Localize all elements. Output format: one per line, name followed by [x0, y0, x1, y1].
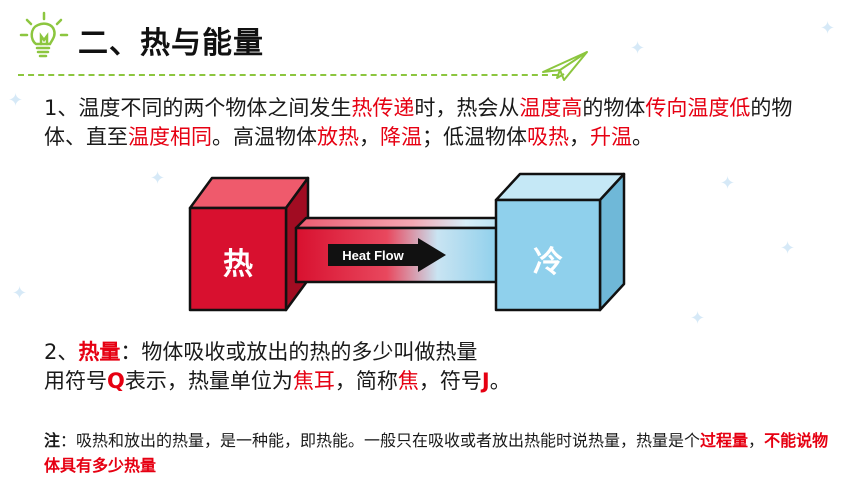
- paragraph-heat-transfer: 1、温度不同的两个物体之间发生热传递时，热会从温度高的物体传向温度低的物体、直至…: [44, 94, 834, 152]
- highlight-text: 过程量: [700, 431, 749, 450]
- highlight-text: J: [481, 369, 490, 393]
- highlight-text: 升温: [590, 125, 632, 149]
- star-decoration: ✦: [12, 283, 28, 304]
- highlight-text: 吸热: [527, 125, 569, 149]
- text-run: 。: [489, 369, 511, 393]
- heat-flow-arrow: [328, 238, 446, 272]
- cold-cube-front: [494, 198, 602, 312]
- cold-cube-side: [598, 172, 626, 312]
- hot-cube-front: [188, 206, 288, 312]
- text-run: 表示，热量单位为: [124, 369, 293, 393]
- note-paragraph: 注：吸热和放出的热量，是一种能，即热能。一般只在吸收或者放出热能时说热量，热量是…: [44, 428, 844, 478]
- text-run: ，符号: [418, 369, 482, 393]
- text-run: 1、温度不同的两个物体之间发生: [44, 96, 352, 120]
- highlight-text: Q: [107, 369, 125, 393]
- heat-flow-label: Heat Flow: [342, 248, 404, 263]
- text-run: 时，热会从: [414, 96, 520, 120]
- text-run: ，: [748, 431, 765, 450]
- pipe-top: [294, 216, 510, 230]
- highlight-text: 热传递: [351, 96, 415, 120]
- cold-label: 冷: [533, 245, 563, 280]
- highlight-text: 传向温度低: [645, 96, 751, 120]
- text-run: 的物体: [582, 96, 646, 120]
- highlight-text: 热量: [78, 340, 121, 364]
- text-run: ，: [359, 125, 380, 149]
- text-run: 。: [632, 125, 653, 149]
- highlight-text: 焦耳: [292, 369, 335, 393]
- hot-label: 热: [223, 247, 253, 282]
- title-divider: [18, 74, 558, 76]
- text-run: ：吸热和放出的热量，是一种能，即热能。一般只在吸收或者放出热能时说热量，热量是个: [60, 431, 701, 450]
- star-decoration: ✦: [8, 90, 24, 111]
- heat-flow-diagram: Heat Flow 热 冷: [188, 172, 626, 312]
- text-run: 。高温物体: [212, 125, 317, 149]
- highlight-text: 焦: [397, 369, 419, 393]
- highlight-text: 不能说物体具有多少热量: [44, 431, 829, 475]
- star-decoration: ✦: [630, 38, 646, 59]
- text-run: ，简称: [334, 369, 398, 393]
- text-run: 的物体、直至: [44, 96, 793, 149]
- star-decoration: ✦: [690, 308, 706, 329]
- highlight-text: 降温: [380, 125, 422, 149]
- highlight-text: 放热: [317, 125, 359, 149]
- note-label: 注: [44, 431, 61, 450]
- text-run: ：物体吸收或放出的热的多少叫做热量: [120, 340, 478, 364]
- text-run: ；低温物体: [422, 125, 527, 149]
- text-run: 2、: [44, 340, 79, 364]
- highlight-text: 温度相同: [128, 125, 212, 149]
- star-decoration: ✦: [720, 173, 736, 194]
- star-decoration: ✦: [820, 18, 836, 39]
- star-decoration: ✦: [150, 168, 166, 189]
- text-run: ，: [569, 125, 590, 149]
- paragraph-heat-quantity: 2、热量：物体吸收或放出的热的多少叫做热量 用符号Q表示，热量单位为焦耳，简称焦…: [44, 338, 834, 396]
- star-decoration: ✦: [780, 238, 796, 259]
- highlight-text: 温度高: [519, 96, 583, 120]
- text-run: 用符号: [44, 369, 107, 393]
- page-title: 二、热与能量: [78, 26, 264, 61]
- lightbulb-icon: [19, 11, 69, 58]
- paper-plane-icon: [542, 51, 588, 81]
